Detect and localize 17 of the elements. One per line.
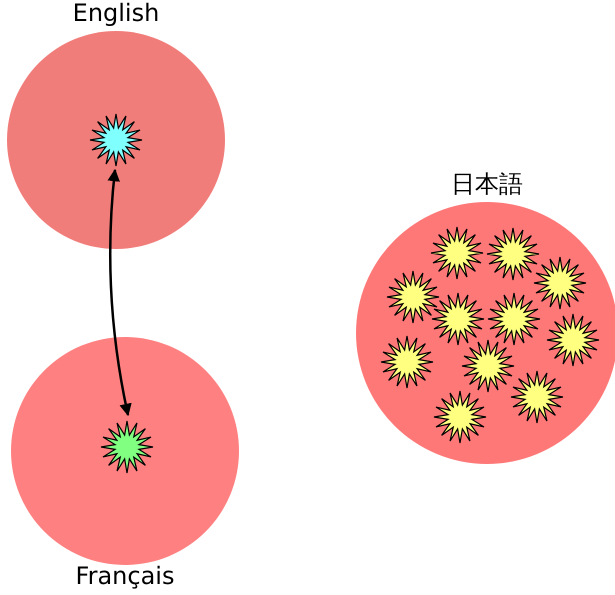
language-heading: English: [72, 0, 160, 27]
double-arrow: [108, 168, 132, 416]
star-shape: [433, 390, 487, 444]
star-shape: [510, 370, 564, 424]
language-heading: 日本語: [450, 170, 524, 198]
star-shape: [386, 270, 440, 324]
star-shape: [546, 313, 600, 367]
star-shape: [431, 292, 485, 346]
star-shape: [533, 256, 587, 310]
language-heading: Français: [74, 562, 176, 590]
star-shape: [380, 335, 434, 389]
star-shape: [487, 292, 541, 346]
star-shape: [100, 420, 154, 474]
star-shape: [430, 226, 484, 280]
star-shape: [461, 339, 515, 393]
star-shape: [486, 227, 540, 281]
star-shape: [89, 113, 143, 167]
